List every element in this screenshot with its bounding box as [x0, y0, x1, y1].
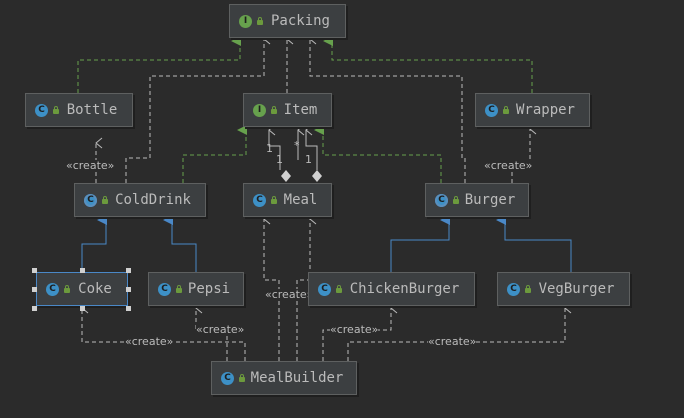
selection-handle-top-right[interactable]: [126, 268, 131, 273]
node-label: Burger: [464, 192, 516, 208]
lock-icon: [502, 106, 510, 114]
lock-icon: [63, 285, 71, 293]
multiplicity-many: *: [294, 139, 300, 152]
node-label: Coke: [78, 281, 112, 297]
node-label: MealBuilder: [250, 370, 344, 386]
interface-icon: I: [253, 103, 266, 117]
edge-chickenburger-burger: [390, 215, 450, 272]
edge-burger-packing: [309, 33, 466, 183]
stereotype-create-vegburger: «create»: [428, 335, 477, 348]
lock-icon: [452, 196, 460, 204]
edge-pepsi-colddrink: [163, 215, 197, 272]
class-icon: C: [158, 282, 171, 296]
node-label: ChickenBurger: [349, 281, 460, 297]
edge-burger-item: [314, 125, 442, 183]
edge-meal-item-aggregation: [268, 124, 322, 182]
selection-handle-bottom-left[interactable]: [32, 306, 37, 311]
node-label: Bottle: [66, 102, 118, 118]
stereotype-create-meal: «create»: [265, 288, 314, 301]
node-colddrink[interactable]: C ColdDrink: [74, 183, 206, 217]
multiplicity-one-b: 1: [276, 153, 283, 166]
node-item[interactable]: I Item: [243, 93, 332, 127]
multiplicity-one-a: 1: [266, 142, 273, 155]
node-label: Packing: [270, 13, 330, 29]
node-label: Pepsi: [187, 281, 231, 297]
lock-icon: [101, 196, 109, 204]
node-packing[interactable]: I Packing: [229, 4, 346, 38]
node-vegburger[interactable]: C VegBurger: [497, 272, 630, 306]
node-wrapper[interactable]: C Wrapper: [475, 93, 590, 127]
lock-icon: [270, 106, 278, 114]
class-icon: C: [485, 103, 498, 117]
lock-icon: [270, 196, 278, 204]
stereotype-create-bottle: «create»: [66, 159, 115, 172]
node-chickenburger[interactable]: C ChickenBurger: [308, 272, 475, 306]
node-coke[interactable]: C Coke: [36, 272, 128, 306]
class-icon: C: [221, 371, 234, 385]
node-label: Meal: [283, 192, 318, 208]
stereotype-create-wrapper: «create»: [484, 159, 533, 172]
node-meal[interactable]: C Meal: [243, 183, 332, 217]
node-mealbuilder[interactable]: C MealBuilder: [211, 361, 357, 395]
node-pepsi[interactable]: C Pepsi: [148, 272, 244, 306]
selection-handle-bottom[interactable]: [80, 306, 85, 311]
edge-burger-wrapper: [511, 123, 537, 183]
abstract-class-icon: C: [435, 193, 448, 207]
class-icon: C: [46, 282, 59, 296]
edge-coke-colddrink: [81, 215, 107, 272]
edge-mealbuilder-meal: [263, 213, 317, 361]
class-icon: C: [507, 282, 520, 296]
lock-icon: [256, 17, 264, 25]
edge-wrapper-packing: [323, 36, 533, 93]
node-bottle[interactable]: C Bottle: [25, 93, 133, 127]
class-icon: C: [253, 193, 266, 207]
stereotype-create-chickenburger: «create»: [330, 323, 379, 336]
class-icon: C: [318, 282, 331, 296]
lock-icon: [52, 106, 60, 114]
interface-icon: I: [239, 14, 252, 28]
edge-vegburger-burger: [496, 215, 572, 272]
node-label: ColdDrink: [115, 192, 191, 208]
edge-mealbuilder-pepsi: [195, 302, 228, 361]
lock-icon: [175, 285, 183, 293]
selection-handle-bottom-right[interactable]: [126, 306, 131, 311]
selection-handle-top[interactable]: [80, 268, 85, 273]
node-label: Item: [283, 102, 318, 118]
lock-icon: [524, 285, 532, 293]
lock-icon: [335, 285, 343, 293]
node-label: Wrapper: [515, 102, 575, 118]
abstract-class-icon: C: [84, 193, 97, 207]
edge-bottle-packing: [77, 36, 241, 93]
lock-icon: [238, 374, 246, 382]
node-label: VegBurger: [538, 281, 615, 297]
stereotype-create-pepsi: «create»: [196, 323, 245, 336]
stereotype-create-coke: «create»: [125, 335, 174, 348]
node-burger[interactable]: C Burger: [425, 183, 529, 217]
selection-handle-left[interactable]: [32, 287, 37, 292]
class-icon: C: [35, 103, 48, 117]
selection-handle-top-left[interactable]: [32, 268, 37, 273]
multiplicity-one-c: 1: [305, 153, 312, 166]
selection-handle-right[interactable]: [126, 287, 131, 292]
edge-colddrink-item: [182, 125, 247, 183]
